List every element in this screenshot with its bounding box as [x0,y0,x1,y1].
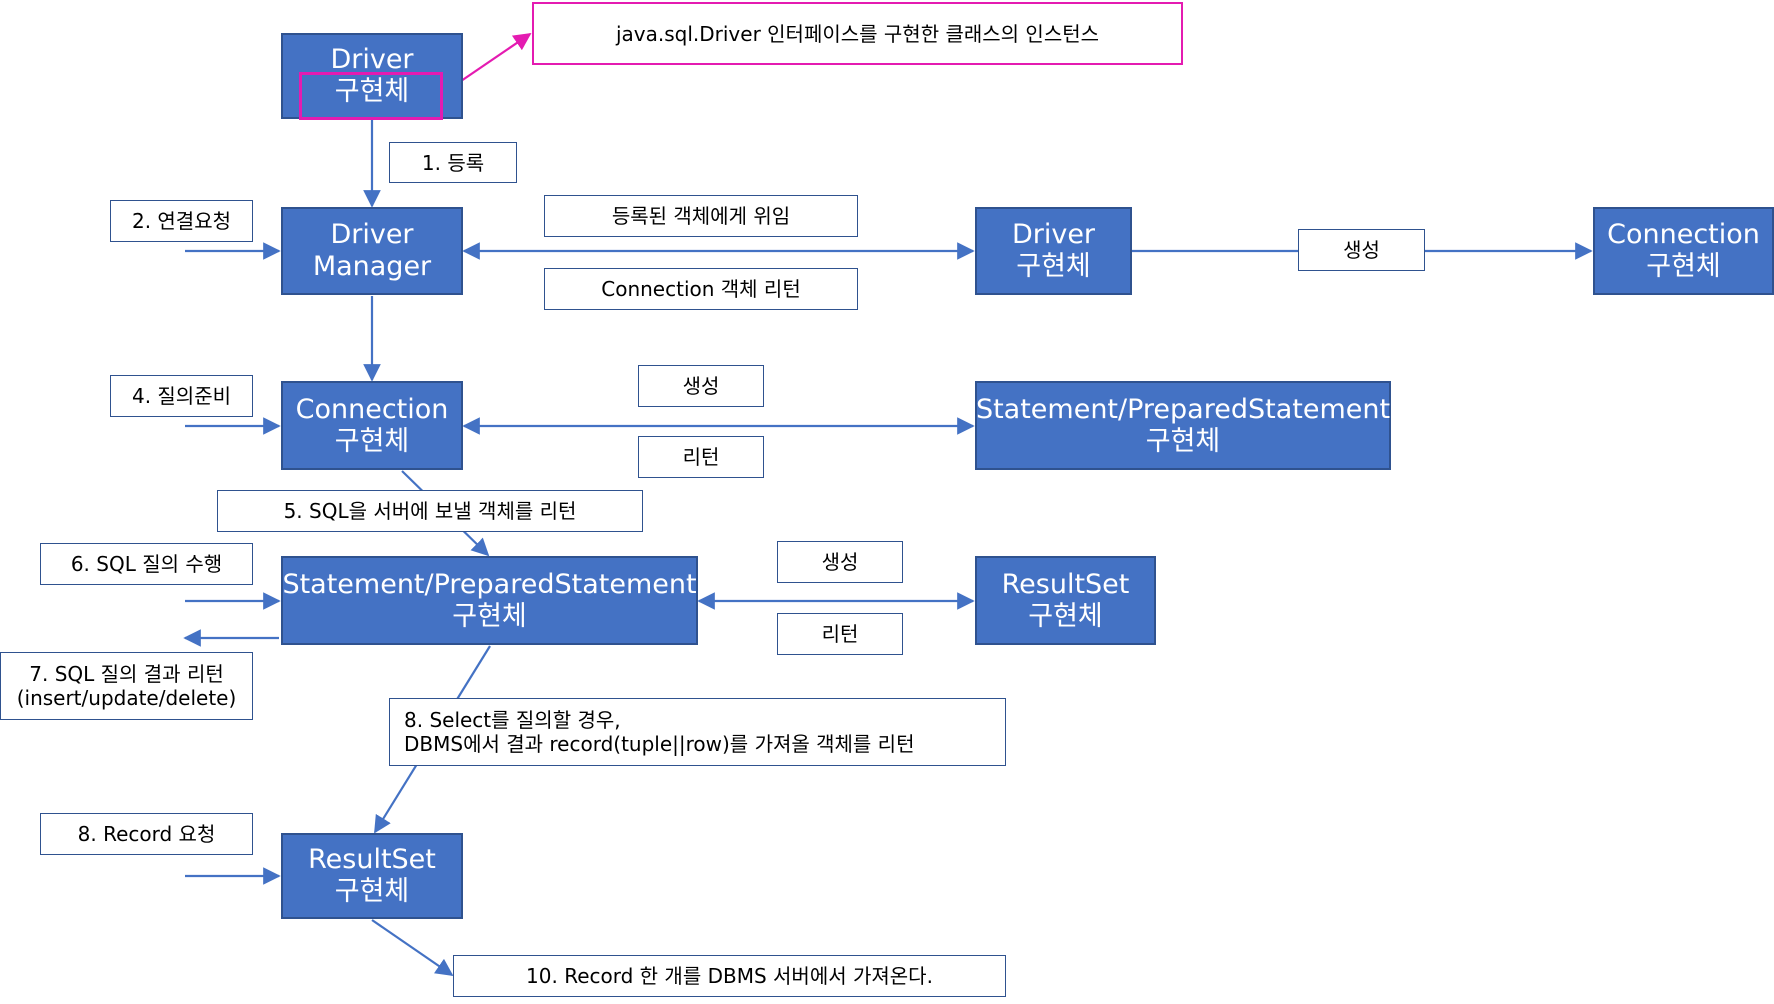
arrow-fetch-record [371,919,454,976]
label-connection-return: Connection 객체 리턴 [544,268,858,310]
node-subtitle: 구현체 [1145,425,1221,457]
label-step8-select-line2: DBMS에서 결과 record(tuple||row)를 가져올 객체를 리턴 [404,732,915,756]
resultset-implementation-node: ResultSet 구현체 [281,833,463,919]
label-step8-select-line1: 8. Select를 질의할 경우, [404,708,621,732]
label-step1-register: 1. 등록 [389,142,517,183]
node-subtitle: 구현체 [1646,251,1721,282]
label-create-resultset: 생성 [777,541,903,583]
node-subtitle: 구현체 [334,76,410,107]
statement-implementation-node: Statement/PreparedStatement 구현체 [281,556,698,645]
label-step10: 10. Record 한 개를 DBMS 서버에서 가져온다. [453,955,1006,997]
label-step8-record-request: 8. Record 요청 [40,813,253,855]
node-subtitle: 구현체 [1028,600,1103,632]
label-create-statement: 생성 [638,365,764,407]
connection-implementation-right-node: Connection 구현체 [1593,207,1774,295]
node-subtitle: Manager [312,251,432,282]
label-step8-select: 8. Select를 질의할 경우, DBMS에서 결과 record(tupl… [389,698,1006,766]
label-create-connection: 생성 [1298,229,1425,271]
node-title: ResultSet [308,844,436,875]
node-subtitle: 구현체 [452,600,527,632]
driver-implementation-right-node: Driver 구현체 [975,207,1132,295]
label-step7: 7. SQL 질의 결과 리턴 (insert/update/delete) [0,652,253,720]
node-subtitle: 구현체 [334,876,410,907]
label-step7-line1: 7. SQL 질의 결과 리턴 [29,662,224,686]
label-return-resultset: 리턴 [777,613,903,655]
label-return-statement: 리턴 [638,436,764,478]
node-title: Connection [1607,219,1760,250]
resultset-implementation-right-node: ResultSet 구현체 [975,556,1156,645]
statement-implementation-right-node: Statement/PreparedStatement 구현체 [975,381,1391,470]
label-step2-connect: 2. 연결요청 [110,200,253,242]
label-step5: 5. SQL을 서버에 보낼 객체를 리턴 [217,490,643,532]
callout-driver-description: java.sql.Driver 인터페이스를 구현한 클래스의 인스턴스 [532,2,1183,65]
connection-implementation-node: Connection 구현체 [281,381,463,470]
node-title: Statement/PreparedStatement [282,568,697,600]
label-step7-line2: (insert/update/delete) [16,686,237,710]
driver-manager-node: Driver Manager [281,207,463,295]
node-title: Driver [330,44,414,75]
label-step4-prepare: 4. 질의준비 [110,375,253,417]
node-title: Driver [1011,219,1096,250]
node-title: Statement/PreparedStatement [975,393,1391,425]
label-delegate: 등록된 객체에게 위임 [544,195,858,237]
label-step6: 6. SQL 질의 수행 [40,543,253,585]
node-title: Driver [330,219,414,250]
node-title: ResultSet [1001,568,1130,600]
node-subtitle: 구현체 [334,425,410,457]
node-title: Connection [295,393,449,425]
driver-implementation-node: Driver 구현체 [281,33,463,119]
node-subtitle: 구현체 [1016,251,1091,282]
highlight-box [299,72,443,120]
